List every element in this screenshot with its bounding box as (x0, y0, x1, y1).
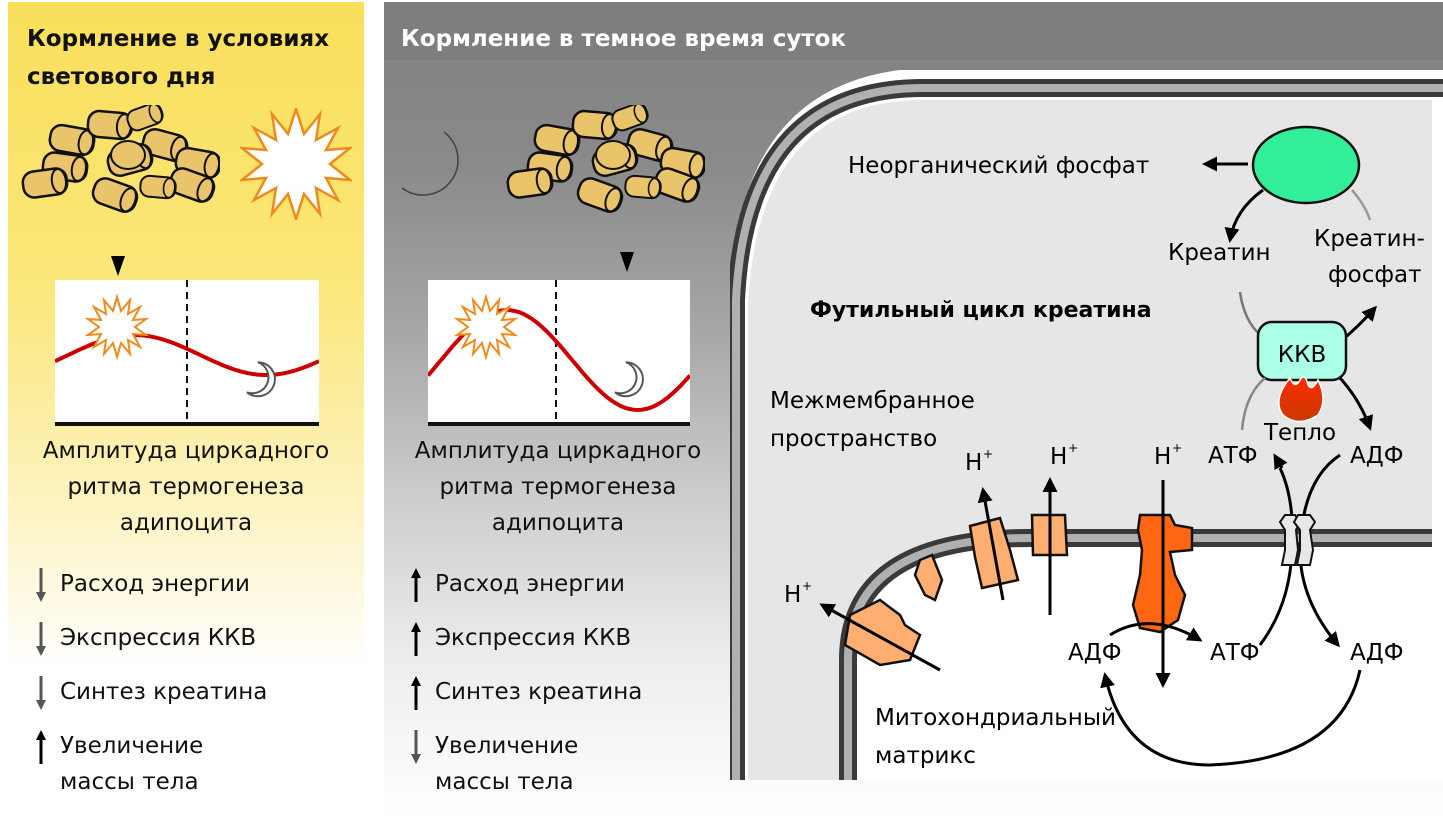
proton-charge: + (802, 579, 812, 593)
heat-flame-icon (1278, 376, 1324, 423)
creatine-label: Креатин (1168, 240, 1271, 266)
night-panel-title: Кормление в темное время суток (401, 26, 847, 52)
arrow-down-icon (36, 676, 46, 710)
caption-line: Амплитуда циркадного (414, 438, 702, 464)
effect-item: Экспрессия ККВ (409, 620, 631, 656)
atp-matrix-label: АТФ (1210, 640, 1260, 666)
day-chart-caption: Амплитуда циркадного ритма термогенеза а… (8, 433, 364, 541)
arrow-down-icon (411, 730, 421, 764)
ckb-label: ККВ (1278, 342, 1326, 368)
proton-label: H (965, 450, 982, 476)
chart-background (428, 280, 690, 424)
arrow-down-icon (36, 568, 46, 602)
arrow-up-icon (411, 676, 421, 710)
caption-line: ритма термогенеза (67, 474, 305, 500)
arrow-down-icon (620, 192, 634, 272)
day-title-line1: Кормление в условиях (27, 26, 330, 52)
effect-label: Синтез креатина (435, 679, 643, 705)
adp-return-arrow (1100, 669, 1362, 767)
atp-synthesis-arrow (1109, 622, 1203, 642)
night-chart-caption: Амплитуда циркадного ритма термогенеза а… (380, 433, 736, 541)
effect-item: Синтез креатина (409, 674, 642, 710)
caption-line: адипоцита (491, 510, 625, 536)
creatine-phosphate-label-2: фосфат (1328, 262, 1422, 288)
arrow-icon (1224, 188, 1264, 243)
day-panel-title: Кормление в условиях светового дня (27, 20, 329, 96)
adp-matrix-label-2: АДФ (1350, 640, 1404, 666)
day-title-line2: светового дня (27, 64, 216, 90)
effect-label: Увеличение (435, 733, 579, 759)
proton-charge: + (1172, 441, 1182, 455)
proton-charge: + (983, 447, 993, 461)
inorganic-phosphate-label: Неорганический фосфат (848, 153, 1149, 179)
adp-matrix-label: АДФ (1068, 640, 1122, 666)
effect-label: Синтез креатина (60, 679, 268, 705)
moon-icon (401, 131, 459, 196)
proton-labels: H + H + H + H + (784, 441, 1182, 608)
arrow-up-icon (411, 622, 421, 656)
caption-line: Амплитуда циркадного (42, 438, 330, 464)
effect-label: массы тела (60, 769, 199, 795)
arrow-down-icon (111, 210, 125, 276)
night-rhythm-chart (428, 280, 690, 426)
creatine-phosphate-label-1: Креатин- (1314, 226, 1425, 252)
sun-icon (240, 108, 352, 220)
caption-line: ритма термогенеза (439, 474, 677, 500)
proton-label: H (1050, 444, 1067, 470)
adp-label: АДФ (1350, 443, 1404, 469)
proton-arrow (977, 487, 1005, 601)
caption-line: адипоцита (119, 510, 253, 536)
effect-label: Расход энергии (60, 571, 250, 597)
proton-label: H (1154, 444, 1171, 470)
proton-charge: + (1068, 441, 1078, 455)
effect-label: Экспрессия ККВ (60, 625, 257, 651)
mitochondrion-diagram: Неорганический фосфат Креатин Креатин- ф… (730, 70, 1443, 780)
phosphate-node (1251, 125, 1361, 205)
intermembrane-label-2: пространство (770, 426, 937, 452)
night-title-bar (384, 2, 1443, 60)
effect-label: Увеличение (60, 733, 204, 759)
electron-transport-complex (913, 553, 944, 602)
heat-label: Тепло (1263, 420, 1336, 446)
matrix-label-1: Митохондриальный (875, 705, 1116, 731)
arrow-icon (1338, 376, 1374, 431)
effect-label: массы тела (435, 769, 574, 795)
futile-cycle-title: Футильный цикл креатина (810, 298, 1152, 323)
food-pellets-icon (505, 105, 705, 215)
intermembrane-label-1: Межмембранное (770, 388, 975, 414)
atp-label: АТФ (1208, 443, 1258, 469)
matrix-label-2: матрикс (875, 743, 976, 769)
day-rhythm-chart (55, 280, 319, 426)
effect-item: Расход энергии (409, 566, 625, 602)
effect-item: Увеличение массы тела (34, 728, 203, 800)
proton-arrow (819, 603, 941, 672)
effect-item: Синтез креатина (34, 674, 267, 710)
effect-item: Расход энергии (34, 566, 250, 602)
proton-label: H (784, 582, 801, 608)
arrow-up-icon (36, 730, 46, 764)
matrix (848, 538, 1435, 780)
arrow-down-icon (36, 622, 46, 656)
food-pellets-icon (20, 105, 220, 215)
effect-item: Экспрессия ККВ (34, 620, 256, 656)
arrow-up-icon (411, 568, 421, 602)
effect-label: Экспрессия ККВ (435, 625, 632, 651)
effect-label: Расход энергии (435, 571, 625, 597)
effect-item: Увеличение массы тела (409, 728, 578, 800)
